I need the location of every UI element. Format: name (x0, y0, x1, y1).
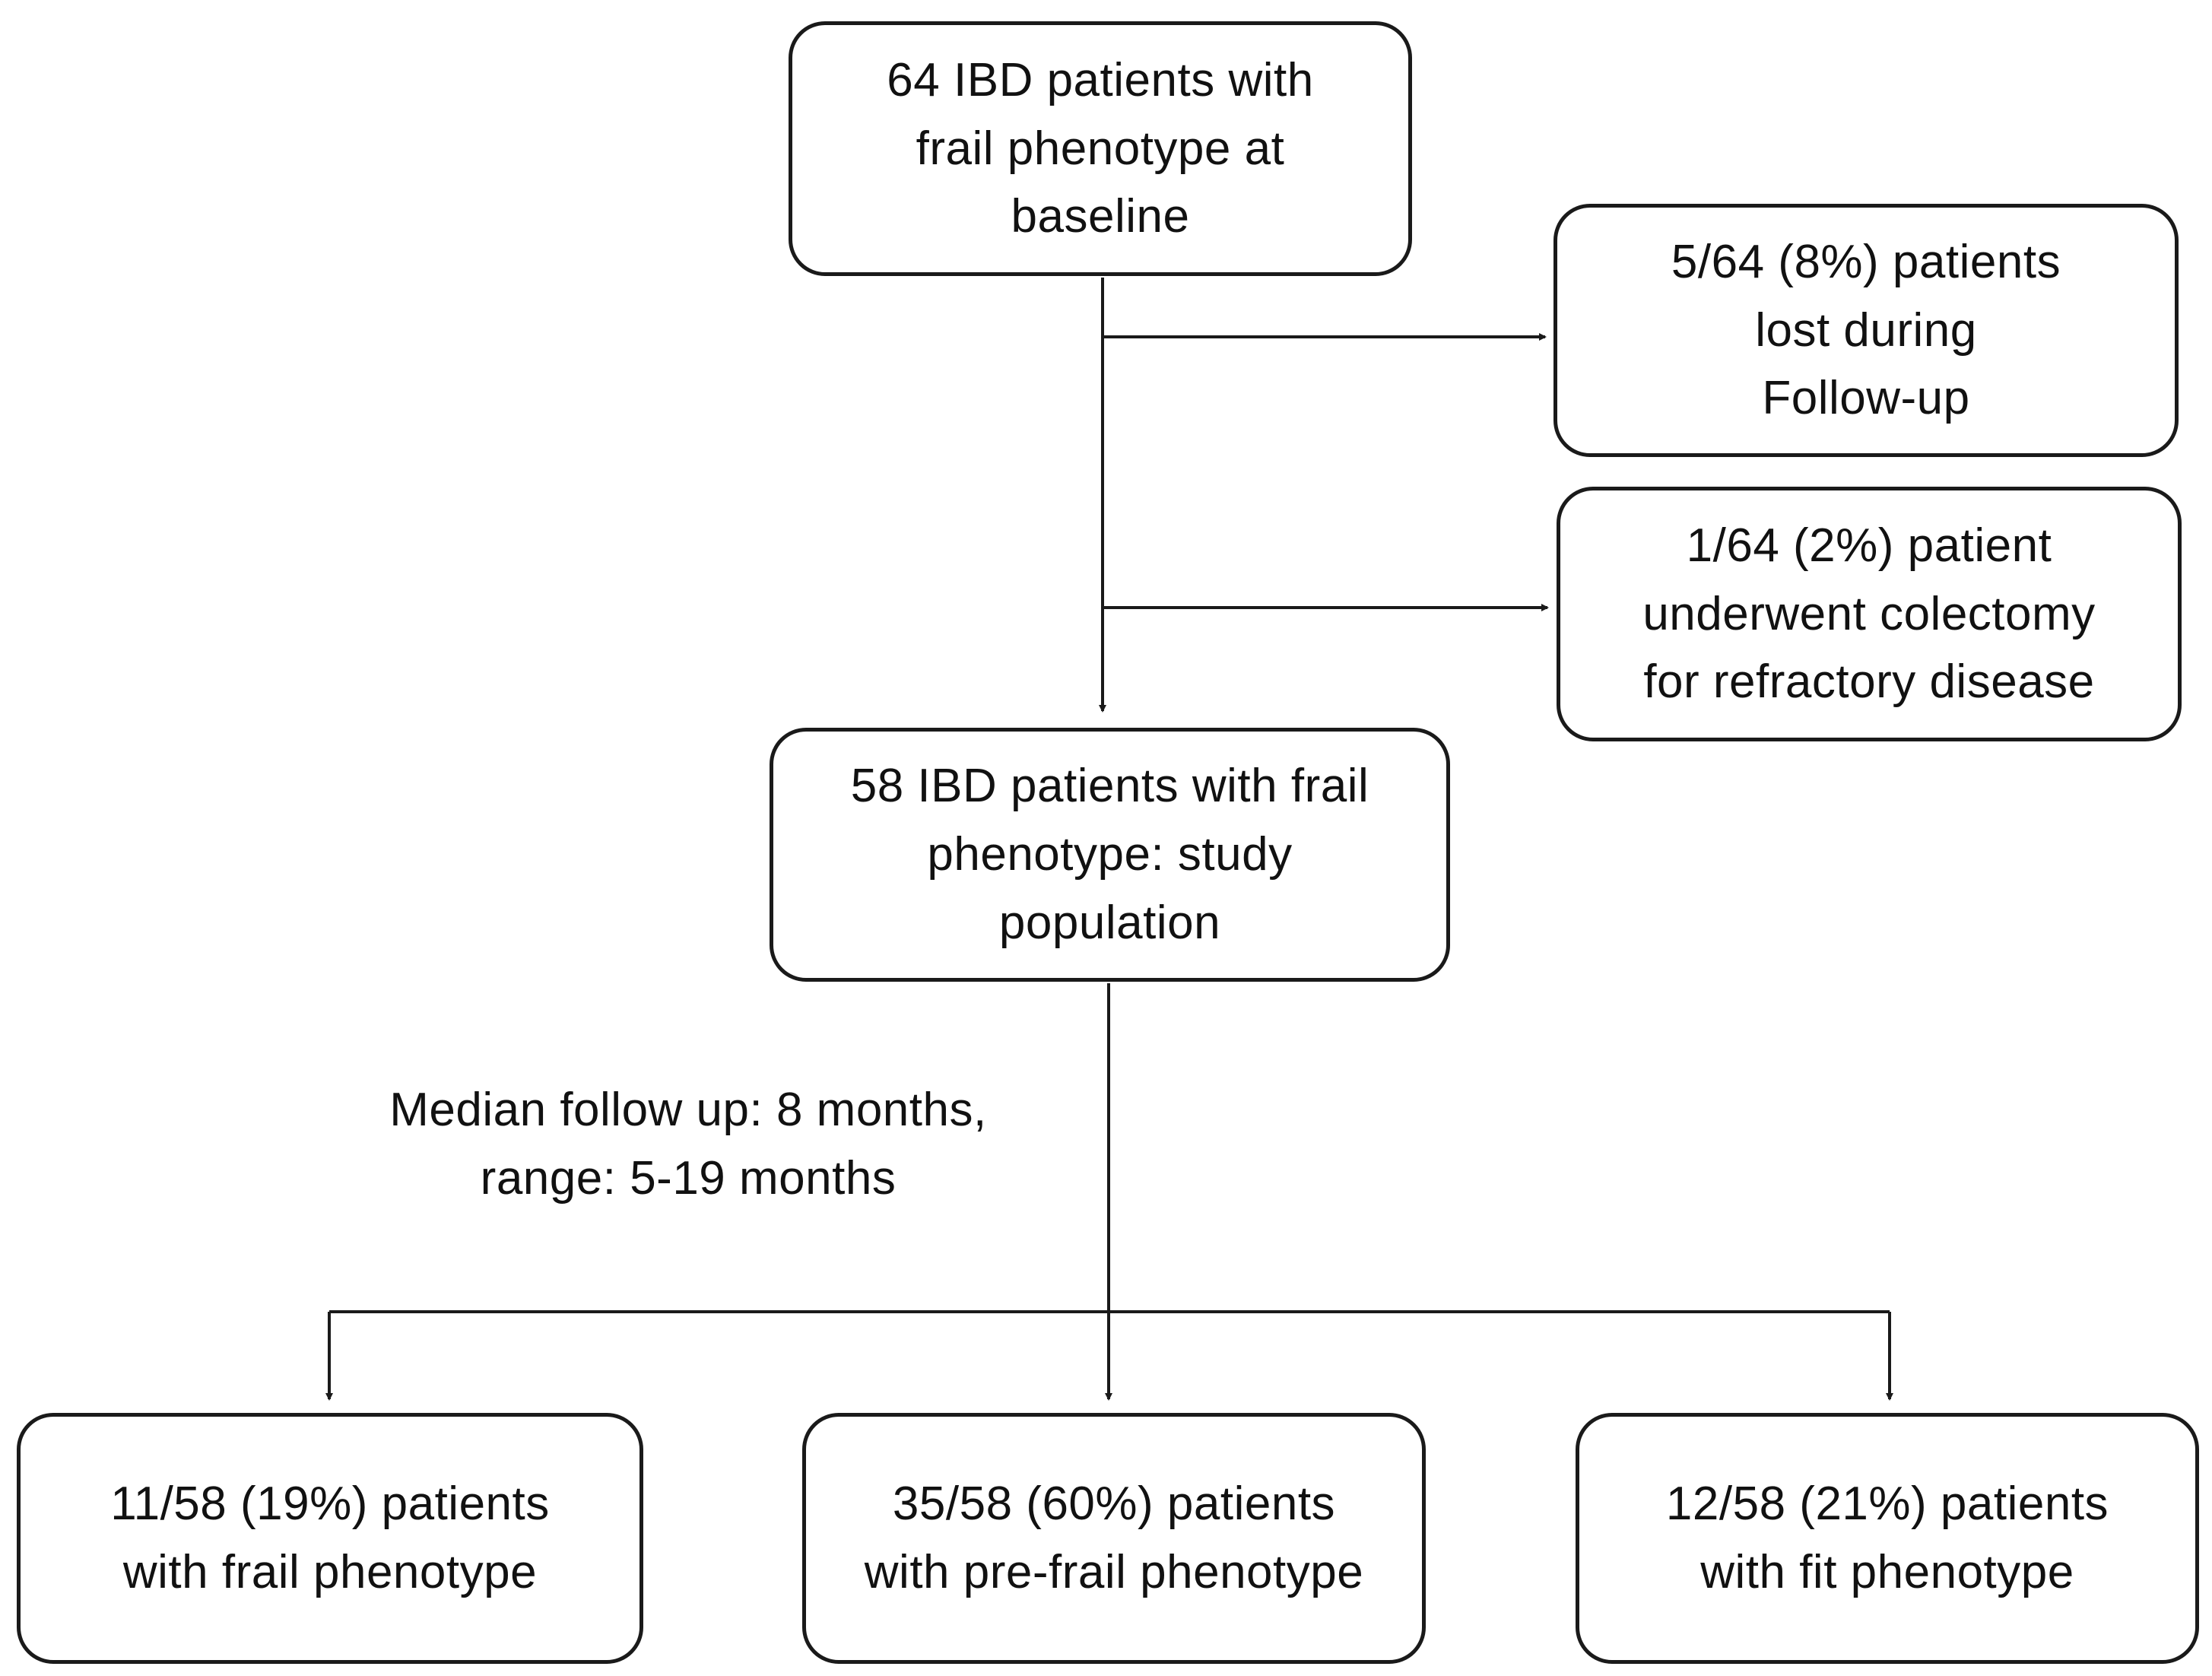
frail-outcome-box: 11/58 (19%) patients with frail phenotyp… (17, 1413, 643, 1664)
fit-outcome-line-1: 12/58 (21%) patients (1665, 1478, 2109, 1531)
study-population-line-2: phenotype: study (927, 828, 1293, 881)
fit-outcome-line-2: with fit phenotype (1700, 1546, 2074, 1598)
fit-outcome-box: 12/58 (21%) patients with fit phenotype (1576, 1413, 2199, 1664)
colectomy-line-2: underwent colectomy (1642, 587, 2096, 640)
pre-frail-outcome-box: 35/58 (60%) patients with pre-frail phen… (802, 1413, 1426, 1664)
baseline-line-2: frail phenotype at (916, 122, 1285, 175)
baseline-box: 64 IBD patients with frail phenotype at … (789, 21, 1412, 276)
follow-up-note-line-1: Median follow up: 8 months, (389, 1084, 987, 1136)
baseline-line-1: 64 IBD patients with (887, 53, 1314, 106)
study-population-line-1: 58 IBD patients with frail (850, 760, 1369, 813)
lost-followup-line-1: 5/64 (8%) patients (1671, 235, 2061, 288)
frail-outcome-line-1: 11/58 (19%) patients (110, 1478, 550, 1531)
pre-frail-outcome-line-1: 35/58 (60%) patients (892, 1478, 1336, 1531)
colectomy-box: 1/64 (2%) patient underwent colectomy fo… (1557, 487, 2182, 741)
follow-up-note: Median follow up: 8 months, range: 5-19 … (304, 1076, 1072, 1213)
baseline-line-3: baseline (1011, 190, 1190, 243)
frail-outcome-line-2: with frail phenotype (122, 1546, 538, 1598)
lost-followup-box: 5/64 (8%) patients lost during Follow-up (1553, 204, 2179, 457)
follow-up-note-line-2: range: 5-19 months (480, 1151, 897, 1205)
colectomy-line-1: 1/64 (2%) patient (1686, 519, 2052, 572)
lost-followup-line-2: lost during (1755, 303, 1977, 357)
study-population-line-3: population (998, 896, 1221, 949)
lost-followup-line-3: Follow-up (1762, 372, 1970, 425)
pre-frail-outcome-line-2: with pre-frail phenotype (864, 1546, 1364, 1598)
study-population-box: 58 IBD patients with frail phenotype: st… (770, 728, 1450, 982)
colectomy-line-3: for refractory disease (1643, 655, 2095, 709)
